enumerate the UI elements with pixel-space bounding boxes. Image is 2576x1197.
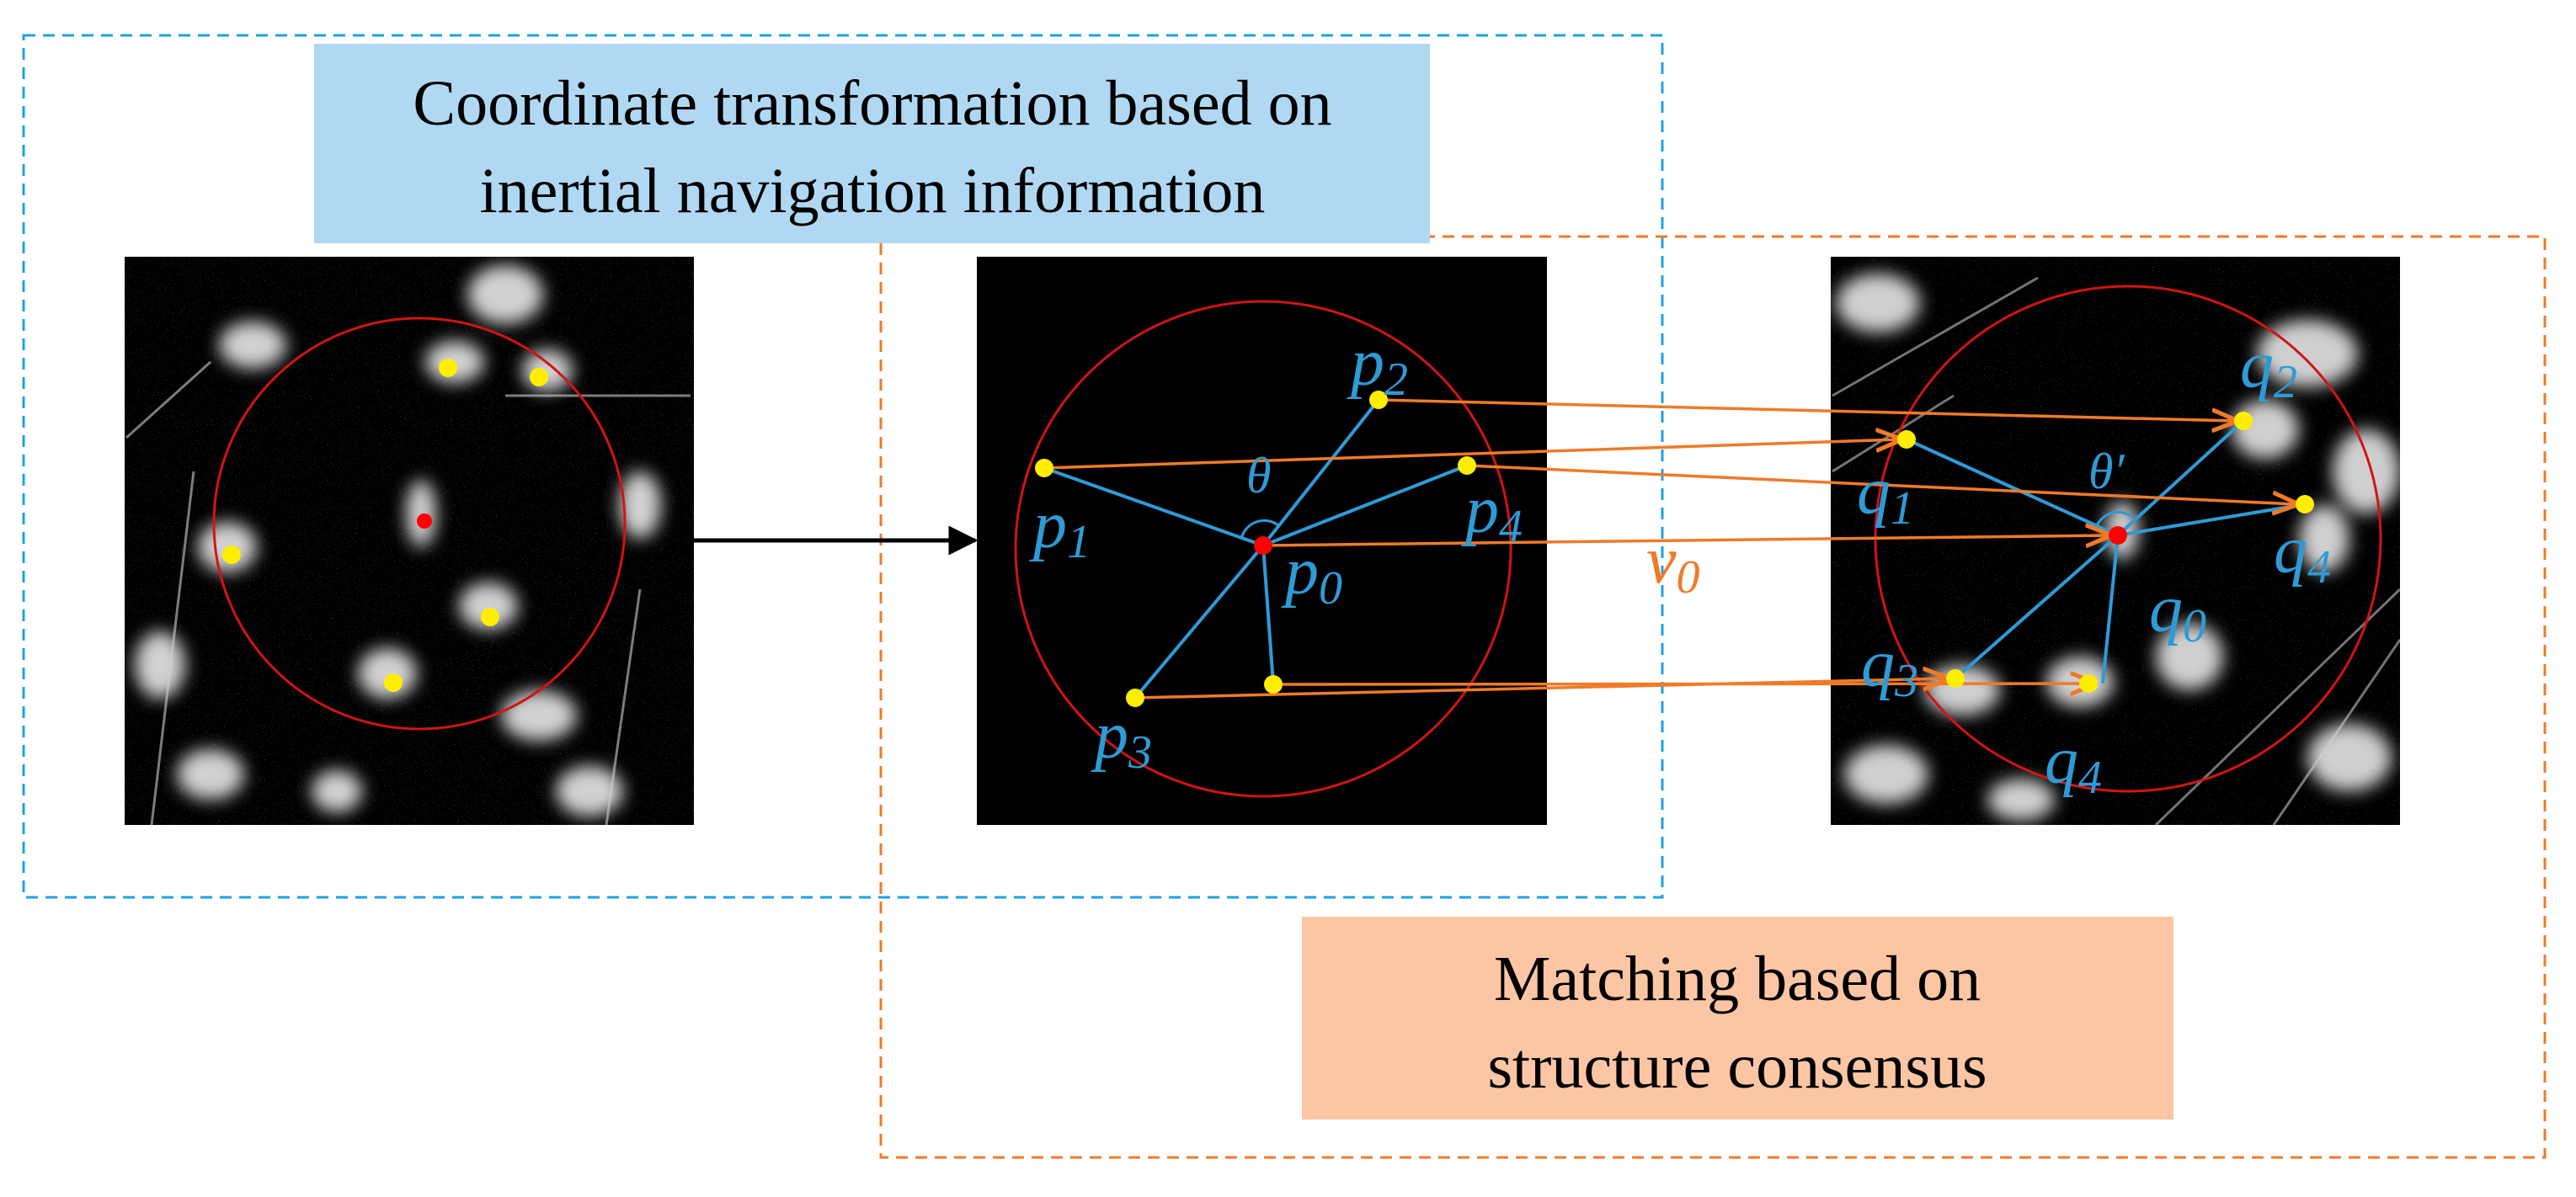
middle-neighborhood-circle	[1014, 300, 1512, 798]
match-arrow-p3-q3	[1134, 678, 1947, 700]
label-q4-lower: q4	[2045, 724, 2102, 804]
label-p1: p1	[1029, 488, 1091, 568]
match-arrow-p4-q4	[1466, 464, 2296, 504]
keypoint-q4b	[2079, 674, 2098, 693]
keypoint-q4	[2296, 495, 2314, 513]
matching-box	[1302, 917, 2173, 1120]
label-q2: q2	[2240, 328, 2297, 408]
middle-keypoints	[1035, 391, 1476, 707]
keypoint-q2	[2234, 412, 2253, 430]
label-v0: v0	[1646, 524, 1700, 604]
right-keypoints	[1897, 412, 2314, 693]
keypoint-q0	[2109, 526, 2127, 545]
keypoint-p0	[1254, 536, 1272, 555]
right-structure-lines	[1906, 419, 2306, 684]
label-p3: p3	[1091, 699, 1152, 779]
keypoint-p3	[1126, 689, 1144, 707]
middle-angle-arc	[1240, 519, 1279, 540]
matching-title-line1: Matching based on	[1494, 944, 1981, 1014]
keypoint-q1	[1897, 430, 1916, 449]
label-q1: q1	[1857, 455, 1914, 535]
correspondence-arrows	[1043, 398, 2296, 700]
left-keypoint	[481, 608, 499, 626]
middle-structure-lines	[1043, 398, 1468, 700]
match-arrow-p1-q1	[1043, 439, 1900, 470]
keypoint-p1	[1035, 459, 1053, 477]
matching-region	[879, 235, 2547, 1159]
label-p4: p4	[1461, 473, 1523, 553]
label-q0: q0	[2149, 572, 2206, 652]
label-theta-prime: θ′	[2088, 444, 2125, 499]
label-p0: p0	[1281, 535, 1342, 614]
left-keypoint	[222, 545, 241, 564]
label-q4: q4	[2274, 513, 2331, 593]
left-sar-image	[125, 257, 694, 825]
coordinate-transformation-box	[314, 44, 1430, 243]
coordinate-transformation-title-line1: Coordinate transformation based on	[413, 68, 1331, 139]
match-arrow-p0-q0	[1262, 535, 2109, 545]
left-neighborhood-circle	[212, 317, 627, 731]
coordinate-transformation-region	[22, 34, 1664, 899]
keypoint-q3	[1946, 669, 1965, 688]
left-keypoint	[439, 359, 457, 377]
label-theta: θ	[1246, 448, 1271, 503]
right-sar-image	[1831, 257, 2400, 825]
keypoint-p5	[1264, 675, 1283, 694]
match-arrow-p2-q2	[1378, 398, 2236, 421]
left-keypoint	[530, 368, 548, 386]
coordinate-transformation-title-line2: inertial navigation information	[480, 156, 1266, 226]
left-center-keypoint	[417, 513, 432, 529]
left-keypoints	[222, 359, 548, 692]
label-q3: q3	[1861, 627, 1918, 707]
left-keypoint	[384, 673, 403, 692]
keypoint-p2	[1369, 391, 1388, 409]
label-p2: p2	[1347, 326, 1408, 406]
keypoint-p4	[1458, 456, 1476, 475]
matching-title-line2: structure consensus	[1487, 1031, 1987, 1102]
